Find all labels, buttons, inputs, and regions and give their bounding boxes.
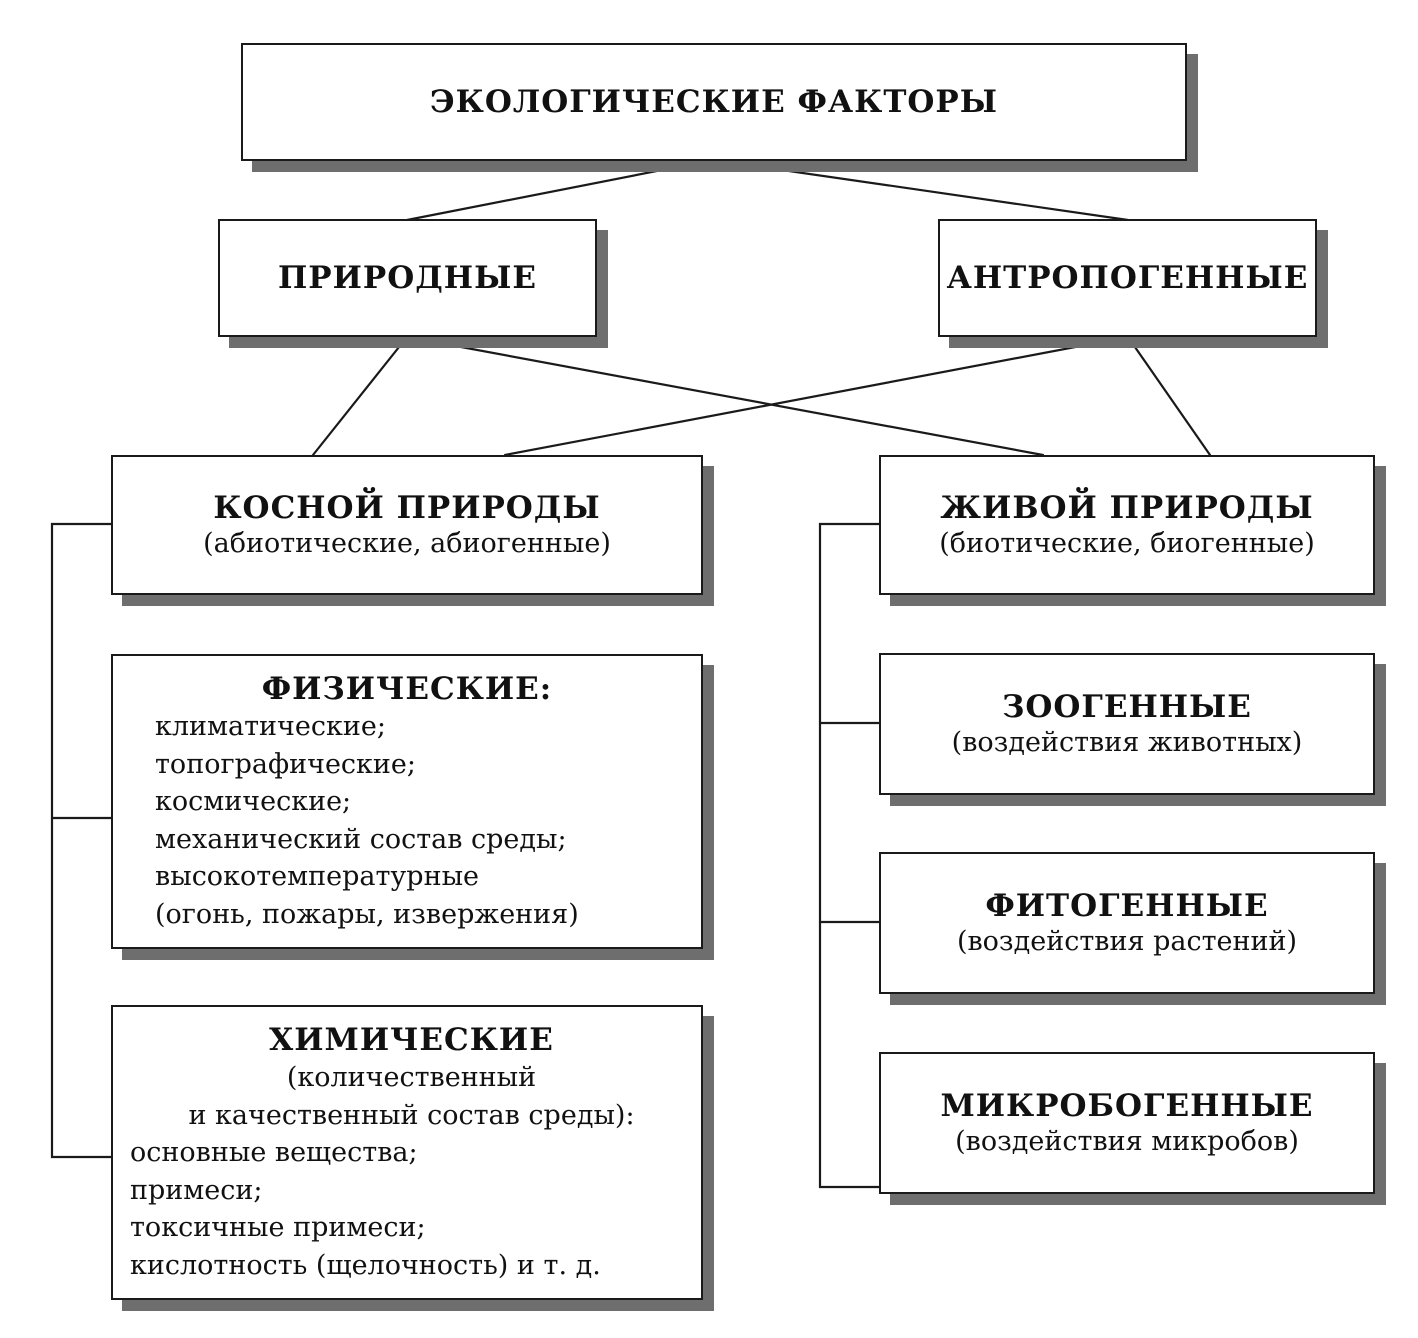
microbogenic-box: МИКРОБОГЕННЫЕ (воздействия микробов) <box>879 1052 1375 1194</box>
bracket-left <box>50 522 113 1159</box>
chemical-item: кислотность (щелочность) и т. д. <box>130 1249 601 1281</box>
living-nature-title: ЖИВОЙ ПРИРОДЫ <box>940 490 1314 526</box>
phytogenic-box: ФИТОГЕННЫЕ (воздействия растений) <box>879 852 1375 994</box>
living-nature-subtitle: (биотические, биогенные) <box>939 528 1315 559</box>
chemical-item: примеси; <box>130 1174 263 1206</box>
physical-item: высокотемпературные <box>155 861 480 892</box>
root-title: ЭКОЛОГИЧЕСКИЕ ФАКТОРЫ <box>430 84 998 120</box>
line-natural-to-inanimate <box>311 335 409 457</box>
physical-item: топографические; <box>155 748 416 780</box>
chemical-item: токсичные примеси; <box>130 1212 426 1243</box>
physical-box: ФИЗИЧЕСКИЕ: климатические; топографическ… <box>111 654 703 949</box>
physical-item: механический состав среды; <box>155 823 567 855</box>
bracket-right <box>818 522 881 1189</box>
zoogenic-box: ЗООГЕННЫЕ (воздействия животных) <box>879 653 1375 795</box>
physical-title: ФИЗИЧЕСКИЕ: <box>261 671 553 707</box>
physical-item: (огонь, пожары, извержения) <box>155 898 579 930</box>
natural-title: ПРИРОДНЫЕ <box>278 260 537 296</box>
anthropogenic-box: АНТРОПОГЕННЫЕ <box>938 219 1317 337</box>
microbogenic-subtitle: (воздействия микробов) <box>955 1126 1299 1157</box>
chemical-item: основные вещества; <box>130 1137 418 1168</box>
chemical-sub-line: и качественный состав среды): <box>188 1099 635 1131</box>
zoogenic-title: ЗООГЕННЫЕ <box>1002 689 1252 725</box>
living-nature-box: ЖИВОЙ ПРИРОДЫ (биотические, биогенные) <box>879 455 1375 595</box>
chemical-box: ХИМИЧЕСКИЕ (количественный и качественны… <box>111 1005 703 1300</box>
anthropogenic-title: АНТРОПОГЕННЫЕ <box>946 260 1309 296</box>
line-root-to-natural <box>405 158 715 222</box>
natural-box: ПРИРОДНЫЕ <box>218 219 597 337</box>
zoogenic-subtitle: (воздействия животных) <box>951 727 1303 758</box>
root-box: ЭКОЛОГИЧЕСКИЕ ФАКТОРЫ <box>241 43 1187 161</box>
inanimate-nature-box: КОСНОЙ ПРИРОДЫ (абиотические, абиогенные… <box>111 455 703 595</box>
phytogenic-subtitle: (воздействия растений) <box>956 926 1298 957</box>
line-natural-to-living <box>405 335 1045 457</box>
line-root-to-anthropogenic <box>711 158 1130 222</box>
chemical-title: ХИМИЧЕСКИЕ <box>269 1022 554 1058</box>
physical-item: космические; <box>155 786 352 817</box>
physical-item: климатические; <box>155 711 386 742</box>
inanimate-nature-title: КОСНОЙ ПРИРОДЫ <box>213 490 601 526</box>
microbogenic-title: МИКРОБОГЕННЫЕ <box>940 1088 1314 1124</box>
line-anthropogenic-to-living <box>1126 335 1212 457</box>
chemical-sub-line: (количественный <box>286 1062 537 1093</box>
phytogenic-title: ФИТОГЕННЫЕ <box>985 888 1269 924</box>
line-anthropogenic-to-inanimate <box>503 335 1130 457</box>
inanimate-nature-subtitle: (абиотические, абиогенные) <box>203 528 611 559</box>
